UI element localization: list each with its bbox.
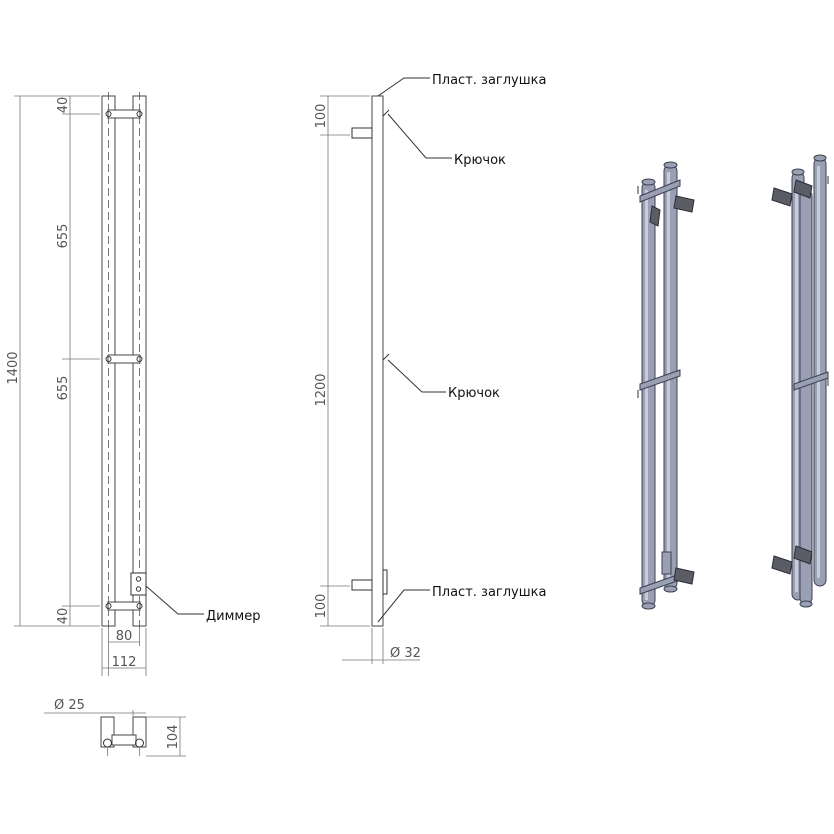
front-bolt: [105, 603, 112, 609]
middle-hook-label: Крючок: [448, 386, 500, 401]
dimmer-leader: [145, 585, 204, 615]
side-hook-middle: [382, 353, 390, 361]
top-cap-leader: [377, 77, 430, 97]
iso-right-hook: [771, 187, 793, 207]
front-connector-top: [107, 109, 141, 119]
iso-left-connector: [639, 179, 681, 203]
front-bolt: [105, 111, 112, 117]
dimmer-box: [130, 572, 147, 596]
dimmer-label: Диммер: [206, 609, 260, 624]
iso-right-cap: [799, 600, 813, 608]
side-wall-mount-bottom: [351, 579, 373, 591]
top-view-depth-dim: 104: [166, 725, 181, 750]
pipe-diameter-dim: Ø 32: [390, 646, 421, 661]
front-connector-middle: [107, 354, 141, 364]
iso-left-hook: [673, 195, 695, 213]
iso-right-hook: [793, 179, 813, 199]
front-bolt: [136, 603, 143, 609]
bottom-cap-leader: [377, 589, 430, 623]
side-middle-span-dim: 1200: [314, 373, 329, 406]
iso-right-hook: [793, 545, 813, 565]
iso-left-connector: [639, 369, 681, 391]
outer-width-dim: 112: [112, 655, 137, 670]
front-connector-bottom: [107, 601, 141, 611]
iso-left-pipe-back: [641, 181, 656, 607]
iso-view-left: [637, 161, 695, 610]
iso-left-highlight: [645, 190, 648, 600]
middle-hook-leader: [387, 359, 446, 393]
iso-right-pipe-mid: [799, 189, 813, 605]
side-hook-top: [382, 109, 390, 117]
bottom-offset-dim: 40: [56, 608, 71, 625]
side-pipe: [371, 95, 384, 627]
iso-left-cap: [663, 585, 678, 593]
dimmer-knob: [135, 576, 142, 582]
side-dimmer: [382, 569, 388, 595]
upper-hook-label: Крючок: [454, 153, 506, 168]
inner-width-dim: 80: [116, 629, 133, 644]
top-view-bracket: [111, 734, 137, 746]
front-bolt: [105, 356, 112, 362]
iso-left-hook: [673, 567, 695, 585]
upper-segment-dim: 655: [56, 224, 71, 249]
iso-right-cap: [813, 154, 827, 162]
front-view: Диммер 1400 40 655 655 40 80 112: [6, 92, 260, 676]
side-bottom-offset-dim: 100: [314, 594, 329, 619]
bottom-cap-label: Пласт. заглушка: [432, 585, 546, 600]
side-view: Пласт. заглушка Крючок Крючок Пласт. заг…: [314, 73, 546, 664]
lower-segment-dim: 655: [56, 376, 71, 401]
front-bolt: [136, 356, 143, 362]
iso-left-hook: [649, 205, 661, 227]
iso-left-cap: [641, 178, 656, 186]
front-bolt: [136, 111, 143, 117]
dimmer-knob: [135, 586, 142, 592]
iso-right-hook: [771, 555, 793, 575]
overall-height-dim: 1400: [6, 351, 21, 384]
iso-left-cap: [641, 602, 656, 610]
top-cap-label: Пласт. заглушка: [432, 73, 546, 88]
upper-hook-leader: [387, 113, 452, 159]
side-top-offset-dim: 100: [314, 104, 329, 129]
iso-right-highlight: [817, 166, 820, 578]
top-view-diameter-dim: Ø 25: [54, 698, 85, 713]
iso-view-right: [771, 154, 829, 608]
top-view: Ø 25 104: [44, 698, 186, 757]
iso-right-cap: [791, 168, 805, 176]
iso-left-cap: [663, 161, 678, 169]
top-offset-dim: 40: [56, 97, 71, 114]
side-wall-mount-top: [351, 127, 373, 139]
iso-left-dimmer: [661, 551, 672, 575]
